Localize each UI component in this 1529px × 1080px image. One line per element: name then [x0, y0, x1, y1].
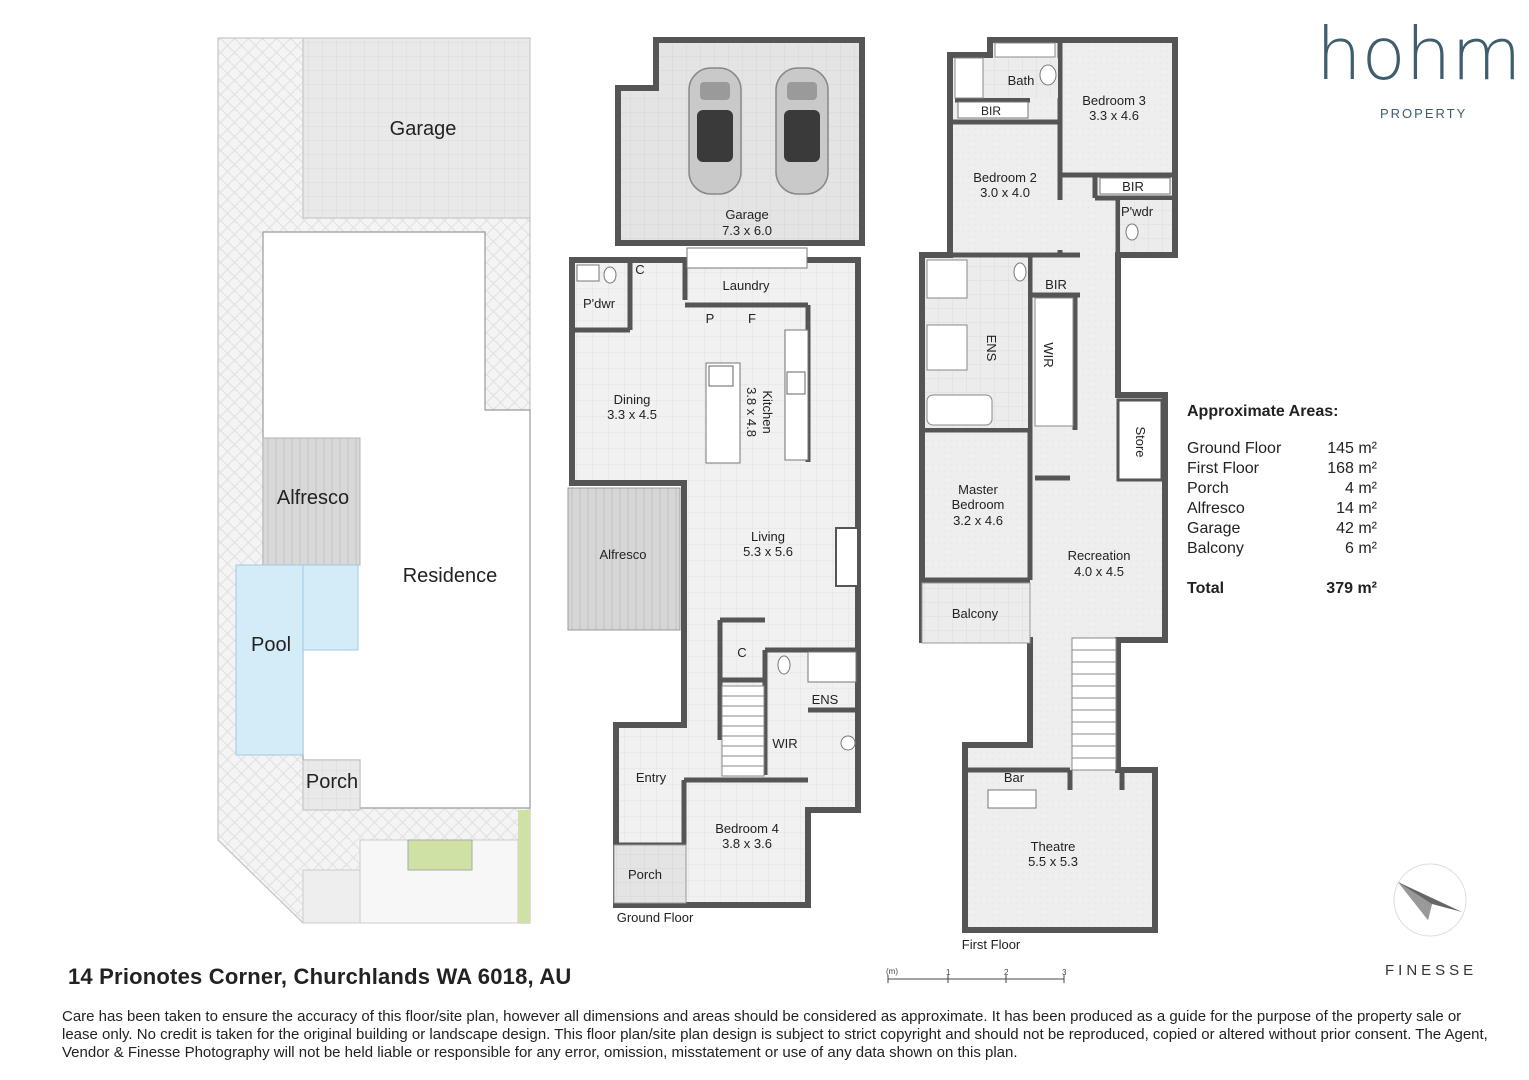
scale-tick: 3 [1062, 968, 1067, 977]
gf-label-bedroom4: Bedroom 4 [715, 821, 779, 836]
gf-label-dining-dim: 3.3 x 4.5 [607, 407, 657, 422]
site-planter [407, 839, 473, 871]
ff-label-store: Store [1133, 426, 1148, 457]
gf-label-bedroom4-dim: 3.8 x 3.6 [722, 836, 772, 851]
gf-label-fridge: F [748, 311, 756, 326]
area-total-row: Total 379 m² [1187, 580, 1387, 600]
area-value: 6 m² [1345, 540, 1377, 557]
area-label: Garage [1187, 520, 1241, 537]
ff-label-recreation-dim: 4.0 x 4.5 [1074, 564, 1124, 579]
gf-label-pantry: P [706, 311, 715, 326]
areas-title: Approximate Areas: [1187, 403, 1339, 420]
scale-tick: 1 [946, 968, 951, 977]
gf-label-cupboard-2: C [737, 645, 746, 660]
ff-label-powder: P'wdr [1121, 204, 1154, 219]
ff-label-bir3: BIR [1045, 277, 1067, 292]
ff-label-bir2: BIR [1122, 179, 1144, 194]
site-lawn [518, 810, 530, 923]
gf-caption: Ground Floor [617, 910, 694, 925]
photographer-logo: FINESSE [1385, 962, 1478, 979]
ff-label-master-1: Master [958, 482, 998, 497]
disclaimer-text: Care has been taken to ensure the accura… [62, 1008, 1488, 1061]
ff-label-bir1: BIR [981, 104, 1001, 118]
gf-label-cupboard: C [635, 262, 644, 277]
area-label: Ground Floor [1187, 440, 1282, 457]
gf-label-ensuite: ENS [812, 692, 839, 707]
scale-bar: (m) 1 2 3 [886, 967, 1067, 983]
site-label-porch: Porch [306, 771, 358, 793]
ground-floor-plan: Garage 7.3 x 6.0 C Laundry P'dwr P F Din… [567, 37, 865, 925]
ff-label-bedroom3-dim: 3.3 x 4.6 [1089, 108, 1139, 123]
ff-stairs [1071, 637, 1117, 771]
gf-label-living-dim: 5.3 x 5.6 [743, 544, 793, 559]
site-plan: Garage Alfresco Residence Pool Porch [217, 37, 531, 924]
site-label-alfresco: Alfresco [277, 487, 349, 509]
gf-alfresco [567, 487, 681, 631]
site-label-garage: Garage [390, 118, 457, 140]
first-floor-plan: Bath BIR Bedroom 3 3.3 x 4.6 Bedroom 2 3… [919, 37, 1178, 952]
property-address: 14 Prionotes Corner, Churchlands WA 6018… [68, 964, 572, 989]
area-label: First Floor [1187, 460, 1259, 477]
area-label: Alfresco [1187, 500, 1245, 517]
area-row: Balcony 6 m² [1187, 540, 1387, 560]
brand-logo: hohm [1316, 12, 1522, 96]
brand-sub: PROPERTY [1380, 106, 1468, 121]
area-row: Alfresco 14 m² [1187, 500, 1387, 520]
ff-label-master-2: Bedroom [952, 497, 1005, 512]
ff-label-recreation: Recreation [1068, 548, 1131, 563]
ff-label-theatre-dim: 5.5 x 5.3 [1028, 854, 1078, 869]
site-alfresco [262, 437, 361, 566]
gf-porch [613, 844, 687, 904]
ff-label-ensuite: ENS [984, 335, 999, 362]
gf-label-entry: Entry [636, 770, 667, 785]
site-porch [302, 759, 361, 811]
areas-table: Ground Floor 145 m² First Floor 168 m² P… [1187, 440, 1387, 600]
area-value: 168 m² [1327, 460, 1377, 477]
area-value: 4 m² [1345, 480, 1377, 497]
gf-stairs [721, 685, 765, 777]
area-label: Balcony [1187, 540, 1244, 557]
gf-label-kitchen-dim: 3.8 x 4.8 [744, 387, 759, 437]
scale-unit: (m) [886, 967, 898, 976]
north-arrow-icon [1393, 863, 1467, 937]
gf-label-alfresco: Alfresco [600, 547, 647, 562]
area-row: First Floor 168 m² [1187, 460, 1387, 480]
ff-label-master-dim: 3.2 x 4.6 [953, 513, 1003, 528]
gf-label-garage: Garage [725, 207, 768, 222]
scale-tick: 2 [1004, 968, 1009, 977]
area-value: 145 m² [1327, 440, 1377, 457]
ff-label-bedroom3: Bedroom 3 [1082, 93, 1146, 108]
ff-caption: First Floor [962, 937, 1021, 952]
area-row: Ground Floor 145 m² [1187, 440, 1387, 460]
area-total-label: Total [1187, 580, 1225, 597]
area-total-value: 379 m² [1326, 580, 1377, 597]
ff-label-bath: Bath [1008, 73, 1035, 88]
ff-label-balcony: Balcony [952, 606, 999, 621]
gf-label-living: Living [751, 529, 785, 544]
gf-label-wir: WIR [772, 736, 797, 751]
gf-label-laundry: Laundry [723, 278, 770, 293]
car-icon [775, 67, 829, 195]
ff-label-bedroom2: Bedroom 2 [973, 170, 1037, 185]
gf-label-porch: Porch [628, 867, 662, 882]
area-row: Porch 4 m² [1187, 480, 1387, 500]
site-label-pool: Pool [251, 634, 291, 656]
gf-label-powder: P'dwr [583, 296, 616, 311]
area-value: 42 m² [1336, 520, 1377, 537]
ff-label-wir: WIR [1041, 342, 1056, 367]
ff-balcony [921, 582, 1031, 644]
site-label-residence: Residence [403, 565, 498, 587]
gf-label-garage-dim: 7.3 x 6.0 [722, 223, 772, 238]
gf-label-kitchen: Kitchen [760, 390, 775, 433]
ff-label-bedroom2-dim: 3.0 x 4.0 [980, 185, 1030, 200]
ff-label-theatre: Theatre [1031, 839, 1076, 854]
area-label: Porch [1187, 480, 1229, 497]
gf-label-dining: Dining [614, 392, 651, 407]
area-row: Garage 42 m² [1187, 520, 1387, 540]
car-icon [688, 67, 742, 195]
area-value: 14 m² [1336, 500, 1377, 517]
ff-label-bar: Bar [1004, 770, 1025, 785]
